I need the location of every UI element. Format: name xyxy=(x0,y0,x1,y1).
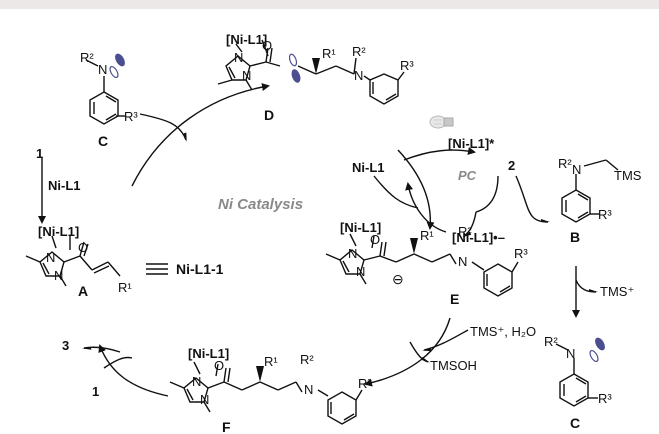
light-bulb-icon xyxy=(429,115,454,129)
ni-l1-entering: Ni-L1 xyxy=(48,178,81,193)
compound-f-structure xyxy=(169,361,363,425)
b-n: N xyxy=(572,162,581,177)
a-label: A xyxy=(78,283,88,299)
d-n3: N xyxy=(354,68,363,83)
tmsoh: TMSOH xyxy=(430,358,477,373)
e-anion: ⊖ xyxy=(392,271,404,287)
c-top-label: C xyxy=(98,133,108,149)
f-r1: R¹ xyxy=(264,354,278,369)
d-r1: R¹ xyxy=(322,46,336,61)
wedge-e xyxy=(410,238,418,254)
d-o: O xyxy=(262,38,272,53)
cycle-arrow-f-to-a xyxy=(98,344,169,397)
wedge-f xyxy=(256,366,264,382)
e-n1: N xyxy=(348,246,357,261)
ni-l1-star: [Ni-L1]* xyxy=(448,136,495,151)
center-label: Ni Catalysis xyxy=(218,196,303,213)
e-r1: R¹ xyxy=(420,228,434,243)
compound-c-right-structure xyxy=(555,343,598,407)
compound-b-structure xyxy=(561,159,619,223)
d-r2: R² xyxy=(352,44,366,59)
top-band xyxy=(0,0,659,9)
cycle-arrow-a-to-d xyxy=(131,83,270,187)
e-ni-bracket: [Ni-L1] xyxy=(340,220,381,235)
b-label: B xyxy=(570,229,580,245)
f-n2: N xyxy=(200,392,209,407)
a-n2: N xyxy=(54,268,63,283)
d-n2: N xyxy=(242,68,251,83)
arrow-tms-water xyxy=(422,329,469,352)
d-r3: R³ xyxy=(400,58,414,73)
ni-l1-free: Ni-L1 xyxy=(352,160,385,175)
arrow-tms-plus xyxy=(575,279,598,293)
arrow-3-release xyxy=(82,346,121,353)
a-r1: R¹ xyxy=(118,280,132,295)
f-r2: R² xyxy=(300,352,314,367)
pc-arrow-bottom xyxy=(405,182,447,233)
c-right-r2: R² xyxy=(544,334,558,349)
cycle-arrow-e-to-f xyxy=(364,317,451,387)
compound-d-structure xyxy=(217,39,405,105)
arrow-tmsoh xyxy=(409,341,430,363)
f-label: F xyxy=(222,419,231,434)
arrow-1-entering xyxy=(103,356,133,369)
c-right-r3: R³ xyxy=(598,391,612,406)
c-top-r3: R³ xyxy=(124,109,138,124)
b-r3: R³ xyxy=(598,207,612,222)
orbital-lobe-c-right xyxy=(595,337,605,351)
f-o: O xyxy=(214,358,224,373)
c-right-n: N xyxy=(566,346,575,361)
product-3: 3 xyxy=(62,338,69,353)
equivalence-sign xyxy=(146,263,168,275)
tms-plus-loss: TMS⁺ xyxy=(600,284,634,299)
pc-arrow-right xyxy=(475,175,499,213)
d-ni-bracket: [Ni-L1] xyxy=(226,32,267,47)
pc-arrow-left xyxy=(373,175,419,209)
orbital-lobe-d xyxy=(291,69,301,83)
e-n3: N xyxy=(458,254,467,269)
pc-label: PC xyxy=(458,168,477,183)
c-top-n: N xyxy=(98,62,107,77)
compound-c-top-structure xyxy=(85,59,126,125)
wedge-d xyxy=(312,58,320,74)
d-label: D xyxy=(264,107,274,123)
reagent-1-top: 1 xyxy=(36,146,43,161)
a-o: O xyxy=(78,240,88,255)
ni-l1-1-label: Ni-L1-1 xyxy=(176,261,224,277)
cycle-arrow-d-to-e xyxy=(397,149,435,230)
ni-l1-radical-anion: [Ni-L1]•– xyxy=(452,230,505,245)
orbital-lobe-c-top xyxy=(115,53,125,67)
d-n1: N xyxy=(234,50,243,65)
e-r3: R³ xyxy=(514,246,528,261)
c-top-r2: R² xyxy=(80,50,94,65)
f-n1: N xyxy=(192,374,201,389)
f-ni-bracket: [Ni-L1] xyxy=(188,346,229,361)
f-n3: N xyxy=(304,382,313,397)
compound-e-structure xyxy=(325,233,519,297)
reagent-1-bottom: 1 xyxy=(92,384,99,399)
a-n1: N xyxy=(46,250,55,265)
c-right-label: C xyxy=(570,415,580,431)
reagent-2: 2 xyxy=(508,158,515,173)
pc-arrow-top xyxy=(403,146,476,161)
e-n2: N xyxy=(356,264,365,279)
b-tms: TMS xyxy=(614,168,642,183)
arrow-reduction xyxy=(462,211,477,238)
arrow-c-entering xyxy=(139,113,187,142)
e-r2: R² xyxy=(458,224,472,239)
arrow-2-to-b xyxy=(515,175,550,223)
compound-a-structure xyxy=(25,235,121,287)
a-ni-bracket: [Ni-L1] xyxy=(38,224,79,239)
f-r3: R³ xyxy=(358,376,372,391)
e-label: E xyxy=(450,291,459,307)
e-o: O xyxy=(370,232,380,247)
b-r2: R² xyxy=(558,156,572,171)
tms-water: TMS⁺, H₂O xyxy=(470,324,536,339)
